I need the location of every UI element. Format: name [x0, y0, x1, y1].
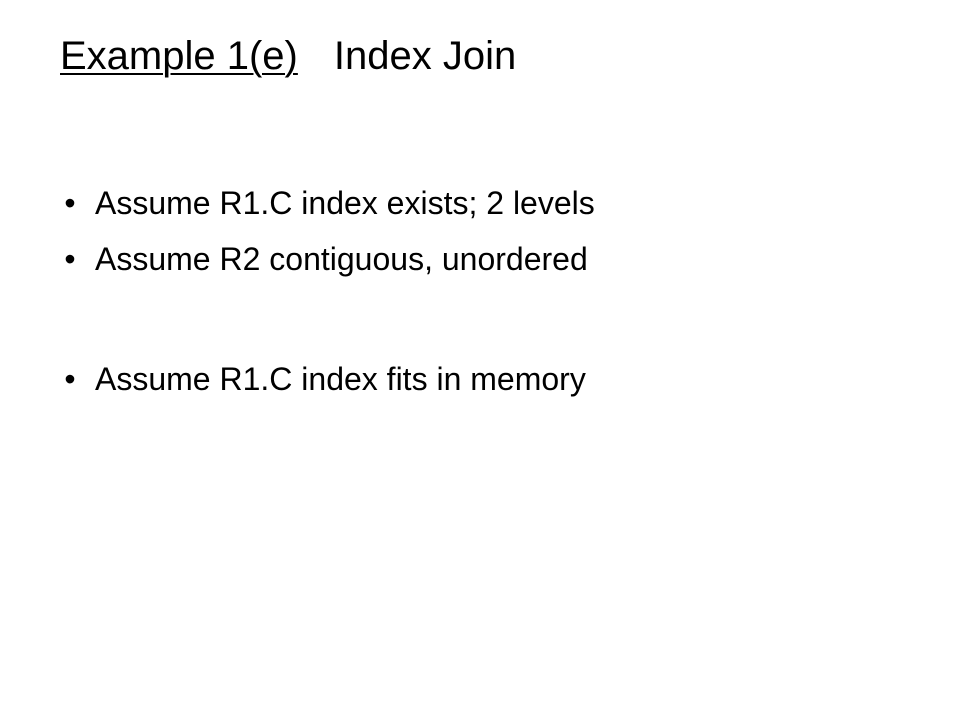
- bullet-list: • Assume R1.C index exists; 2 levels • A…: [60, 175, 595, 407]
- bullet-dot-icon: •: [64, 185, 76, 221]
- title-topic: Index Join: [333, 34, 517, 78]
- bullet-dot-icon: •: [64, 241, 76, 277]
- bullet-dot-icon: •: [64, 361, 76, 397]
- bullet-item-index-exists: • Assume R1.C index exists; 2 levels: [60, 175, 595, 231]
- slide-title: Example 1(e) Index Join: [60, 30, 516, 82]
- bullet-item-r2-contiguous: • Assume R2 contiguous, unordered: [60, 231, 595, 287]
- bullet-text: Assume R2 contiguous, unordered: [95, 241, 588, 277]
- bullet-text: Assume R1.C index fits in memory: [95, 361, 586, 397]
- title-example-label: Example 1(e): [60, 34, 298, 78]
- bullet-item-index-in-memory: • Assume R1.C index fits in memory: [60, 351, 595, 407]
- bullet-text: Assume R1.C index exists; 2 levels: [95, 185, 595, 221]
